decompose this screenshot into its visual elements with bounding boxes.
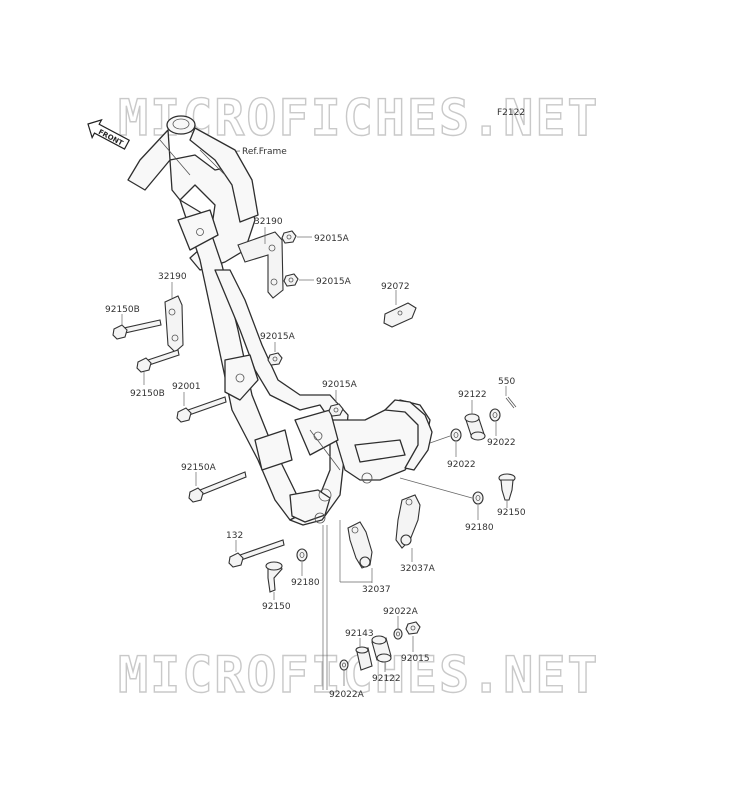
washer-92022-left bbox=[429, 428, 462, 457]
washer-92022a-upper bbox=[393, 616, 403, 640]
label-92015a-3: 92015A bbox=[260, 332, 296, 342]
label-92022-right: 92022 bbox=[487, 438, 516, 448]
label-92143: 92143 bbox=[345, 629, 374, 639]
bolt-92150-left bbox=[265, 561, 283, 600]
label-32037a: 32037A bbox=[400, 564, 436, 574]
label-92072: 92072 bbox=[381, 282, 410, 292]
bolt-92001 bbox=[176, 392, 227, 423]
label-92180-right: 92180 bbox=[465, 523, 494, 533]
link-32037 bbox=[339, 520, 373, 583]
nut-92015a-2 bbox=[283, 273, 314, 287]
label-92150-left: 92150 bbox=[262, 602, 291, 612]
washer-92180-right bbox=[399, 477, 484, 520]
label-550: 550 bbox=[498, 377, 515, 387]
bolt-92150a bbox=[188, 471, 247, 503]
label-92150a: 92150A bbox=[181, 463, 217, 473]
label-92015a-1: 92015A bbox=[314, 234, 350, 244]
frame-body bbox=[127, 115, 433, 526]
washer-92022a-lower bbox=[339, 659, 349, 686]
bolt-92150b-2 bbox=[136, 349, 180, 385]
nut-92015a-4 bbox=[328, 390, 344, 417]
ref-frame-label: Ref.Frame bbox=[242, 147, 287, 157]
collar-92143 bbox=[355, 638, 373, 671]
washer-92022-right bbox=[489, 408, 501, 436]
washer-92180-left bbox=[296, 548, 308, 576]
label-92015a-4: 92015A bbox=[322, 380, 358, 390]
bolt-92150-right bbox=[498, 473, 516, 508]
label-92150b-1: 92150B bbox=[105, 305, 140, 315]
bracket-92072 bbox=[383, 290, 417, 328]
label-92122-upper: 92122 bbox=[458, 390, 487, 400]
collar-92122-lower bbox=[371, 635, 392, 672]
collar-92122-upper bbox=[464, 400, 486, 441]
bolt-92150b-1 bbox=[112, 314, 162, 340]
bolt-132 bbox=[228, 539, 285, 568]
cotter-pin-550 bbox=[505, 386, 517, 409]
label-92015: 92015 bbox=[401, 654, 430, 664]
nut-92015a-1 bbox=[281, 230, 312, 244]
engine-hanger-plate-upper bbox=[237, 227, 284, 299]
label-92001: 92001 bbox=[172, 382, 201, 392]
nut-92015 bbox=[405, 621, 421, 652]
label-92150b-2: 92150B bbox=[130, 389, 165, 399]
engine-hanger-plate-left bbox=[164, 282, 184, 353]
label-32190-upper: 32190 bbox=[254, 217, 283, 227]
label-32037: 32037 bbox=[362, 585, 391, 595]
label-92022a-lower: 92022A bbox=[329, 690, 365, 700]
label-92015a-2: 92015A bbox=[316, 277, 352, 287]
label-92180-left: 92180 bbox=[291, 578, 320, 588]
link-32037a bbox=[395, 494, 421, 562]
label-92022-left: 92022 bbox=[447, 460, 476, 470]
nut-92015a-3 bbox=[267, 342, 283, 366]
label-132: 132 bbox=[226, 531, 243, 541]
label-92150-right: 92150 bbox=[497, 508, 526, 518]
label-92122-lower: 92122 bbox=[372, 674, 401, 684]
label-92022a-upper: 92022A bbox=[383, 607, 419, 617]
diagram-code: F2122 bbox=[497, 108, 525, 118]
label-32190-left: 32190 bbox=[158, 272, 187, 282]
